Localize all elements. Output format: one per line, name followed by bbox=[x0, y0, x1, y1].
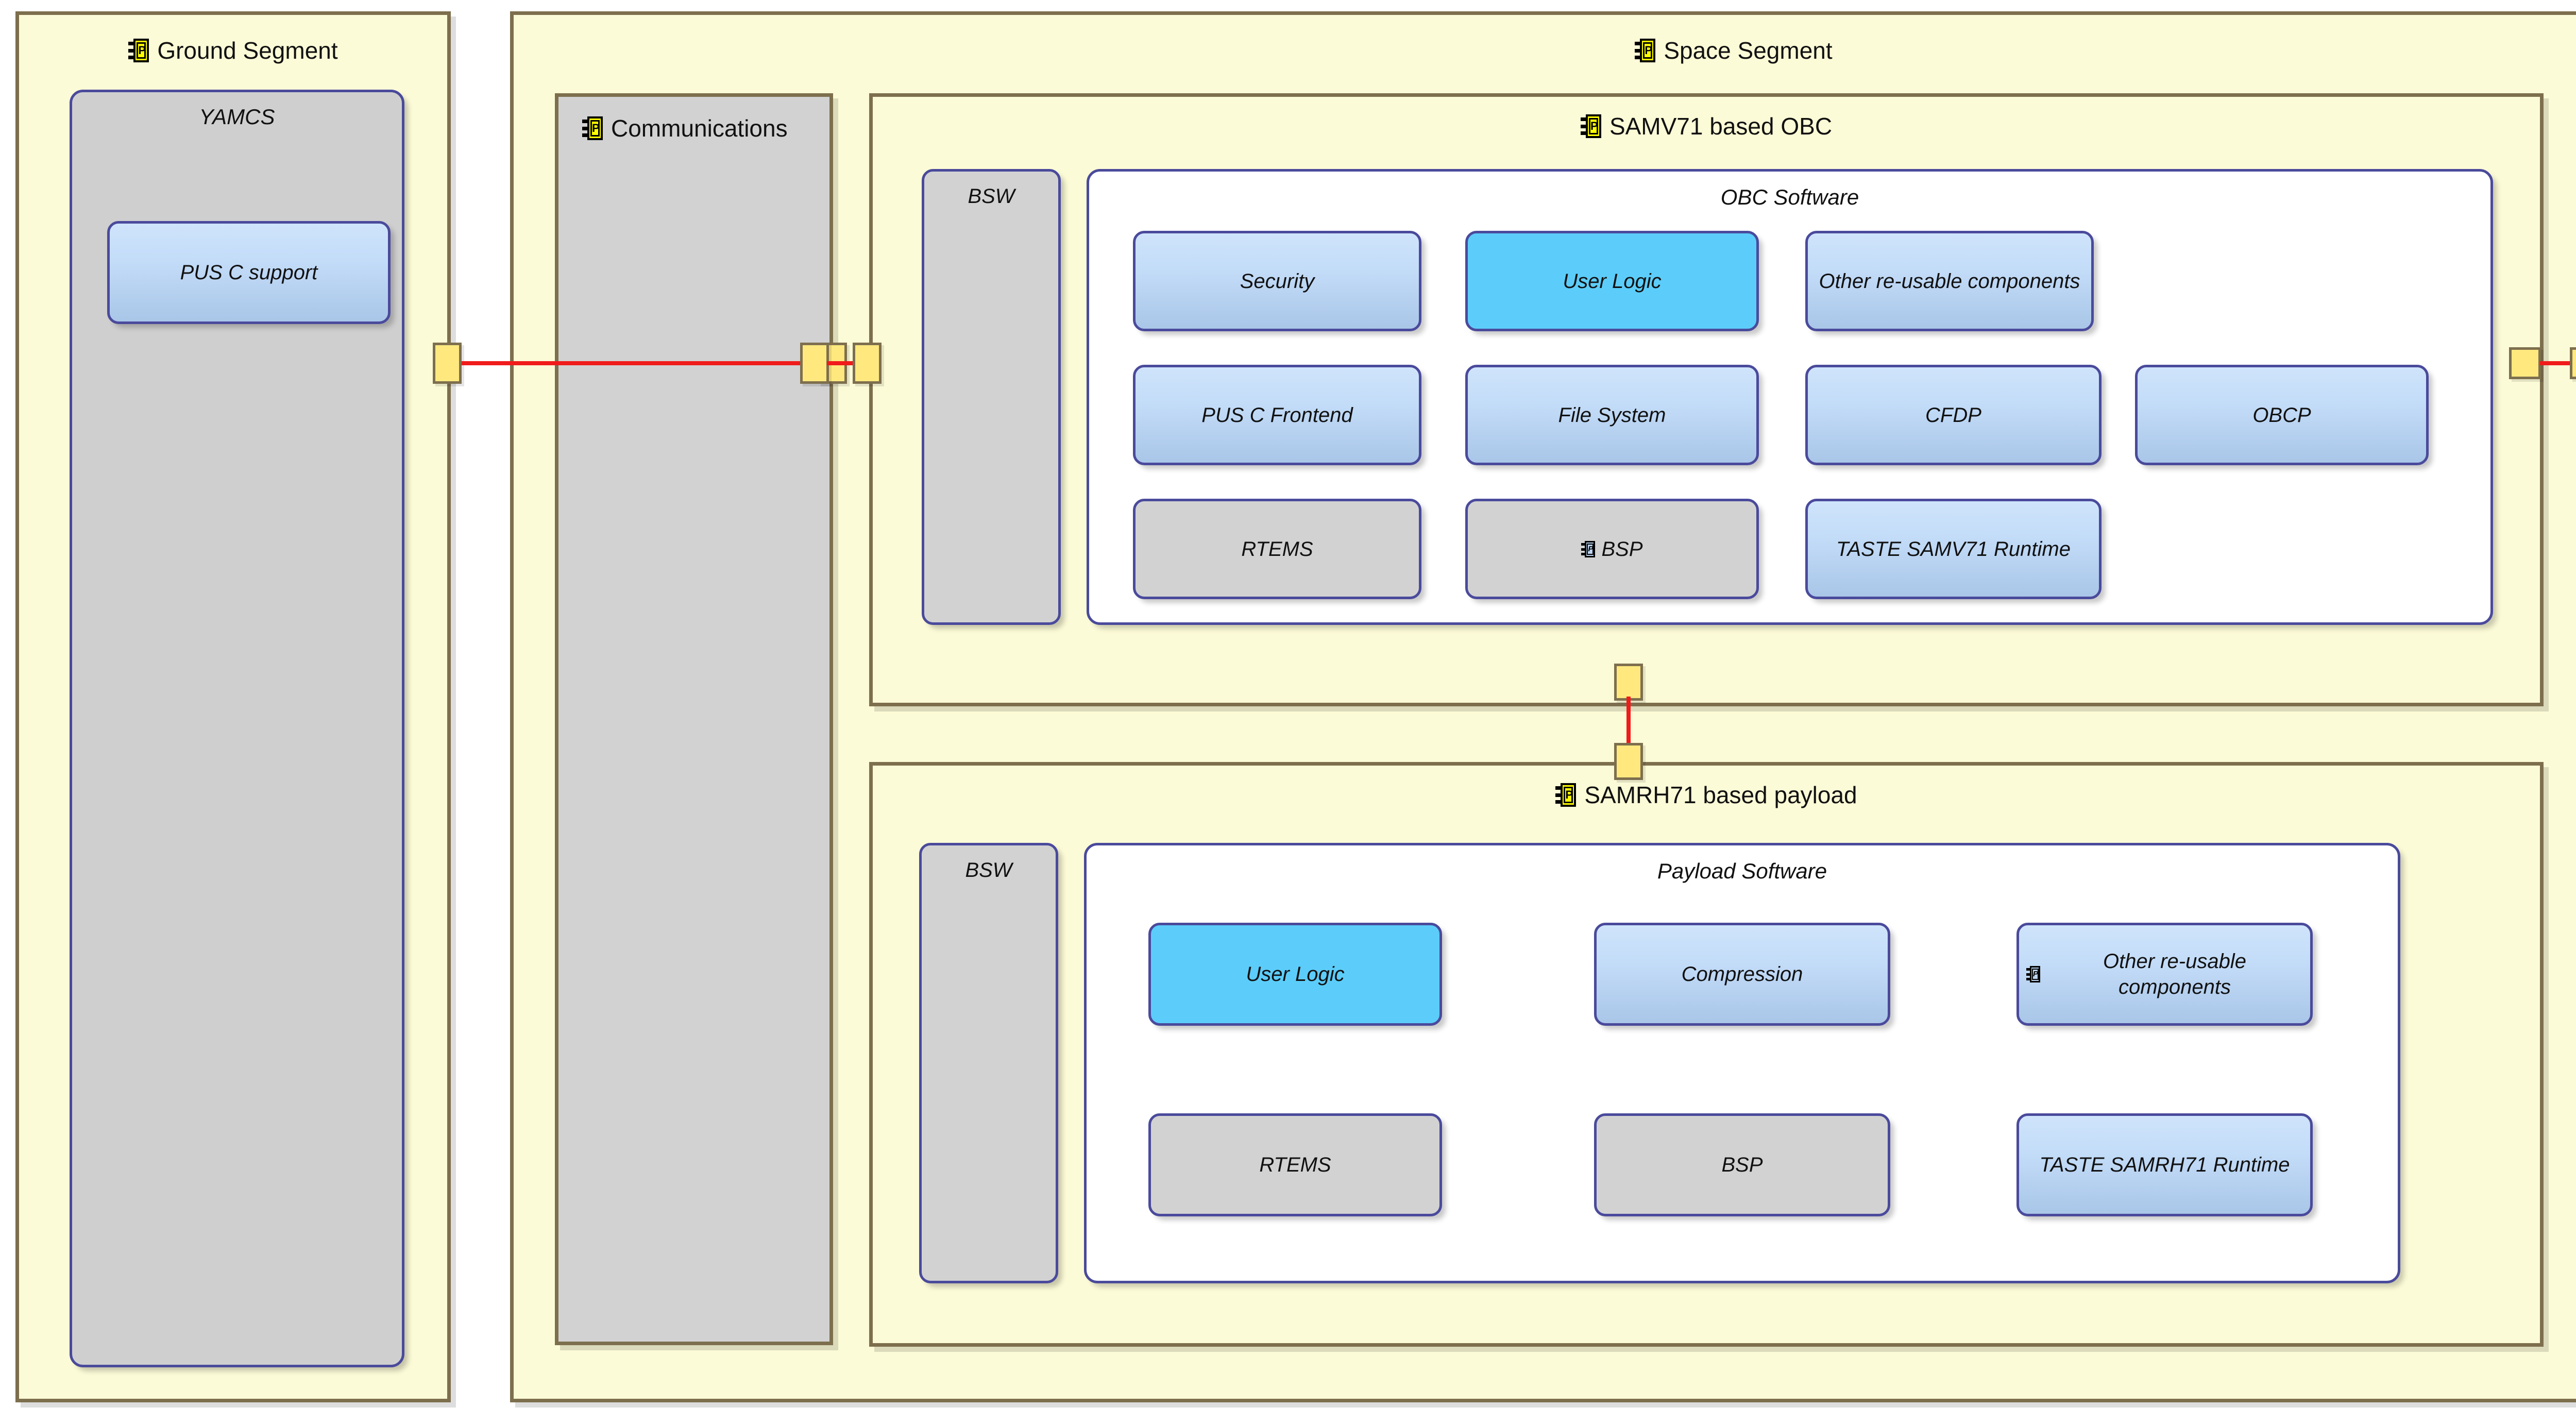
port-payload-top[interactable] bbox=[1614, 743, 1643, 780]
payload-bsw-block[interactable]: BSW bbox=[919, 843, 1058, 1283]
obc-software-container[interactable]: OBC Software Security User Logic Other r… bbox=[1087, 169, 2493, 625]
obc-bsw-block[interactable]: BSW bbox=[922, 169, 1061, 625]
component-label: Security bbox=[1240, 269, 1315, 293]
component-label: RTEMS bbox=[1241, 537, 1313, 561]
component-other-reusable-payload[interactable]: P Other re-usable components bbox=[2016, 923, 2313, 1026]
obc-title: SAMV71 based OBC bbox=[1609, 113, 1833, 140]
link-obc-to-payload bbox=[1626, 697, 1631, 758]
package-p-icon: P bbox=[1555, 783, 1577, 807]
package-samv71-obc[interactable]: P SAMV71 based OBC BSW OBC Software Secu… bbox=[869, 93, 2544, 706]
payload-title-row: P SAMRH71 based payload bbox=[873, 781, 2540, 809]
component-rtems-payload[interactable]: RTEMS bbox=[1148, 1113, 1442, 1216]
ground-segment-title: Ground Segment bbox=[157, 37, 338, 64]
package-p-icon: P bbox=[2026, 966, 2040, 982]
component-label: RTEMS bbox=[1259, 1154, 1331, 1176]
port-avionics-hw-left[interactable] bbox=[2570, 347, 2576, 379]
port-obc-bottom[interactable] bbox=[1614, 664, 1643, 701]
package-p-icon: P bbox=[1581, 540, 1596, 557]
package-p-icon: P bbox=[1635, 39, 1656, 62]
component-label: Other re-usable components bbox=[2103, 950, 2246, 998]
payload-bsw-label: BSW bbox=[965, 859, 1012, 881]
yamcs-container[interactable]: YAMCS PUS C support bbox=[70, 90, 404, 1367]
space-segment-title: Space Segment bbox=[1664, 37, 1833, 64]
link-communications-in bbox=[562, 361, 819, 365]
port-ground-segment-right[interactable] bbox=[433, 343, 462, 384]
payload-software-label: Payload Software bbox=[1657, 859, 1827, 883]
component-label: TASTE SAMRH71 Runtime bbox=[2039, 1154, 2290, 1176]
link-space-to-avionics bbox=[2540, 361, 2576, 365]
package-p-icon: P bbox=[1580, 114, 1601, 138]
communications-title-row: P Communications bbox=[558, 114, 829, 142]
component-label: User Logic bbox=[1246, 963, 1345, 986]
payload-title: SAMRH71 based payload bbox=[1584, 782, 1857, 808]
component-label: BSP bbox=[1721, 1154, 1763, 1176]
package-samrh71-payload[interactable]: P SAMRH71 based payload BSW Payload Soft… bbox=[869, 762, 2544, 1347]
component-user-logic-payload[interactable]: User Logic bbox=[1148, 923, 1442, 1026]
component-cfdp[interactable]: CFDP bbox=[1805, 365, 2102, 465]
package-communications[interactable]: P Communications bbox=[555, 93, 833, 1345]
obc-bsw-label: BSW bbox=[968, 185, 1015, 208]
component-label: TASTE SAMV71 Runtime bbox=[1836, 537, 2071, 561]
component-security[interactable]: Security bbox=[1133, 231, 1421, 331]
communications-title: Communications bbox=[611, 115, 788, 142]
component-label: File System bbox=[1558, 403, 1666, 427]
yamcs-label: YAMCS bbox=[199, 105, 275, 129]
component-pus-c-frontend[interactable]: PUS C Frontend bbox=[1133, 365, 1421, 465]
component-label: Compression bbox=[1681, 963, 1803, 986]
payload-software-container[interactable]: Payload Software User Logic Compression … bbox=[1084, 843, 2400, 1283]
obc-title-row: P SAMV71 based OBC bbox=[873, 112, 2540, 140]
component-bsp-obc[interactable]: P BSP bbox=[1465, 499, 1759, 599]
link-ground-to-communications bbox=[462, 361, 565, 365]
component-taste-samrh71-runtime[interactable]: TASTE SAMRH71 Runtime bbox=[2016, 1113, 2313, 1216]
component-bsp-payload[interactable]: BSP bbox=[1594, 1113, 1890, 1216]
port-communications-right[interactable] bbox=[800, 343, 829, 384]
port-space-segment-left[interactable] bbox=[853, 343, 882, 384]
package-ground-segment[interactable]: P Ground Segment YAMCS PUS C support bbox=[15, 11, 451, 1402]
component-rtems-obc[interactable]: RTEMS bbox=[1133, 499, 1421, 599]
component-pus-c-support[interactable]: PUS C support bbox=[107, 221, 391, 324]
component-user-logic-obc[interactable]: User Logic bbox=[1465, 231, 1759, 331]
component-obcp[interactable]: OBCP bbox=[2135, 365, 2429, 465]
component-label: PUS C Frontend bbox=[1201, 403, 1353, 427]
component-label: BSP bbox=[1601, 537, 1643, 561]
component-file-system[interactable]: File System bbox=[1465, 365, 1759, 465]
package-p-icon: P bbox=[128, 39, 149, 62]
package-p-icon: P bbox=[582, 116, 603, 140]
space-segment-title-row: P Space Segment bbox=[514, 37, 2576, 64]
link-communications-to-space bbox=[827, 361, 855, 365]
obc-software-label: OBC Software bbox=[1720, 185, 1859, 209]
component-label: CFDP bbox=[1925, 403, 1981, 427]
component-label: PUS C support bbox=[180, 261, 318, 284]
port-space-segment-right[interactable] bbox=[2509, 347, 2541, 379]
component-taste-samv71-runtime[interactable]: TASTE SAMV71 Runtime bbox=[1805, 499, 2102, 599]
component-label: OBCP bbox=[2252, 403, 2311, 427]
package-space-segment[interactable]: P Space Segment P Communications P bbox=[510, 11, 2576, 1402]
component-compression[interactable]: Compression bbox=[1594, 923, 1890, 1026]
component-label: User Logic bbox=[1563, 269, 1662, 293]
ground-segment-title-row: P Ground Segment bbox=[19, 37, 447, 64]
component-other-reusable-obc[interactable]: Other re-usable components bbox=[1805, 231, 2094, 331]
component-label: Other re-usable components bbox=[1819, 269, 2080, 293]
